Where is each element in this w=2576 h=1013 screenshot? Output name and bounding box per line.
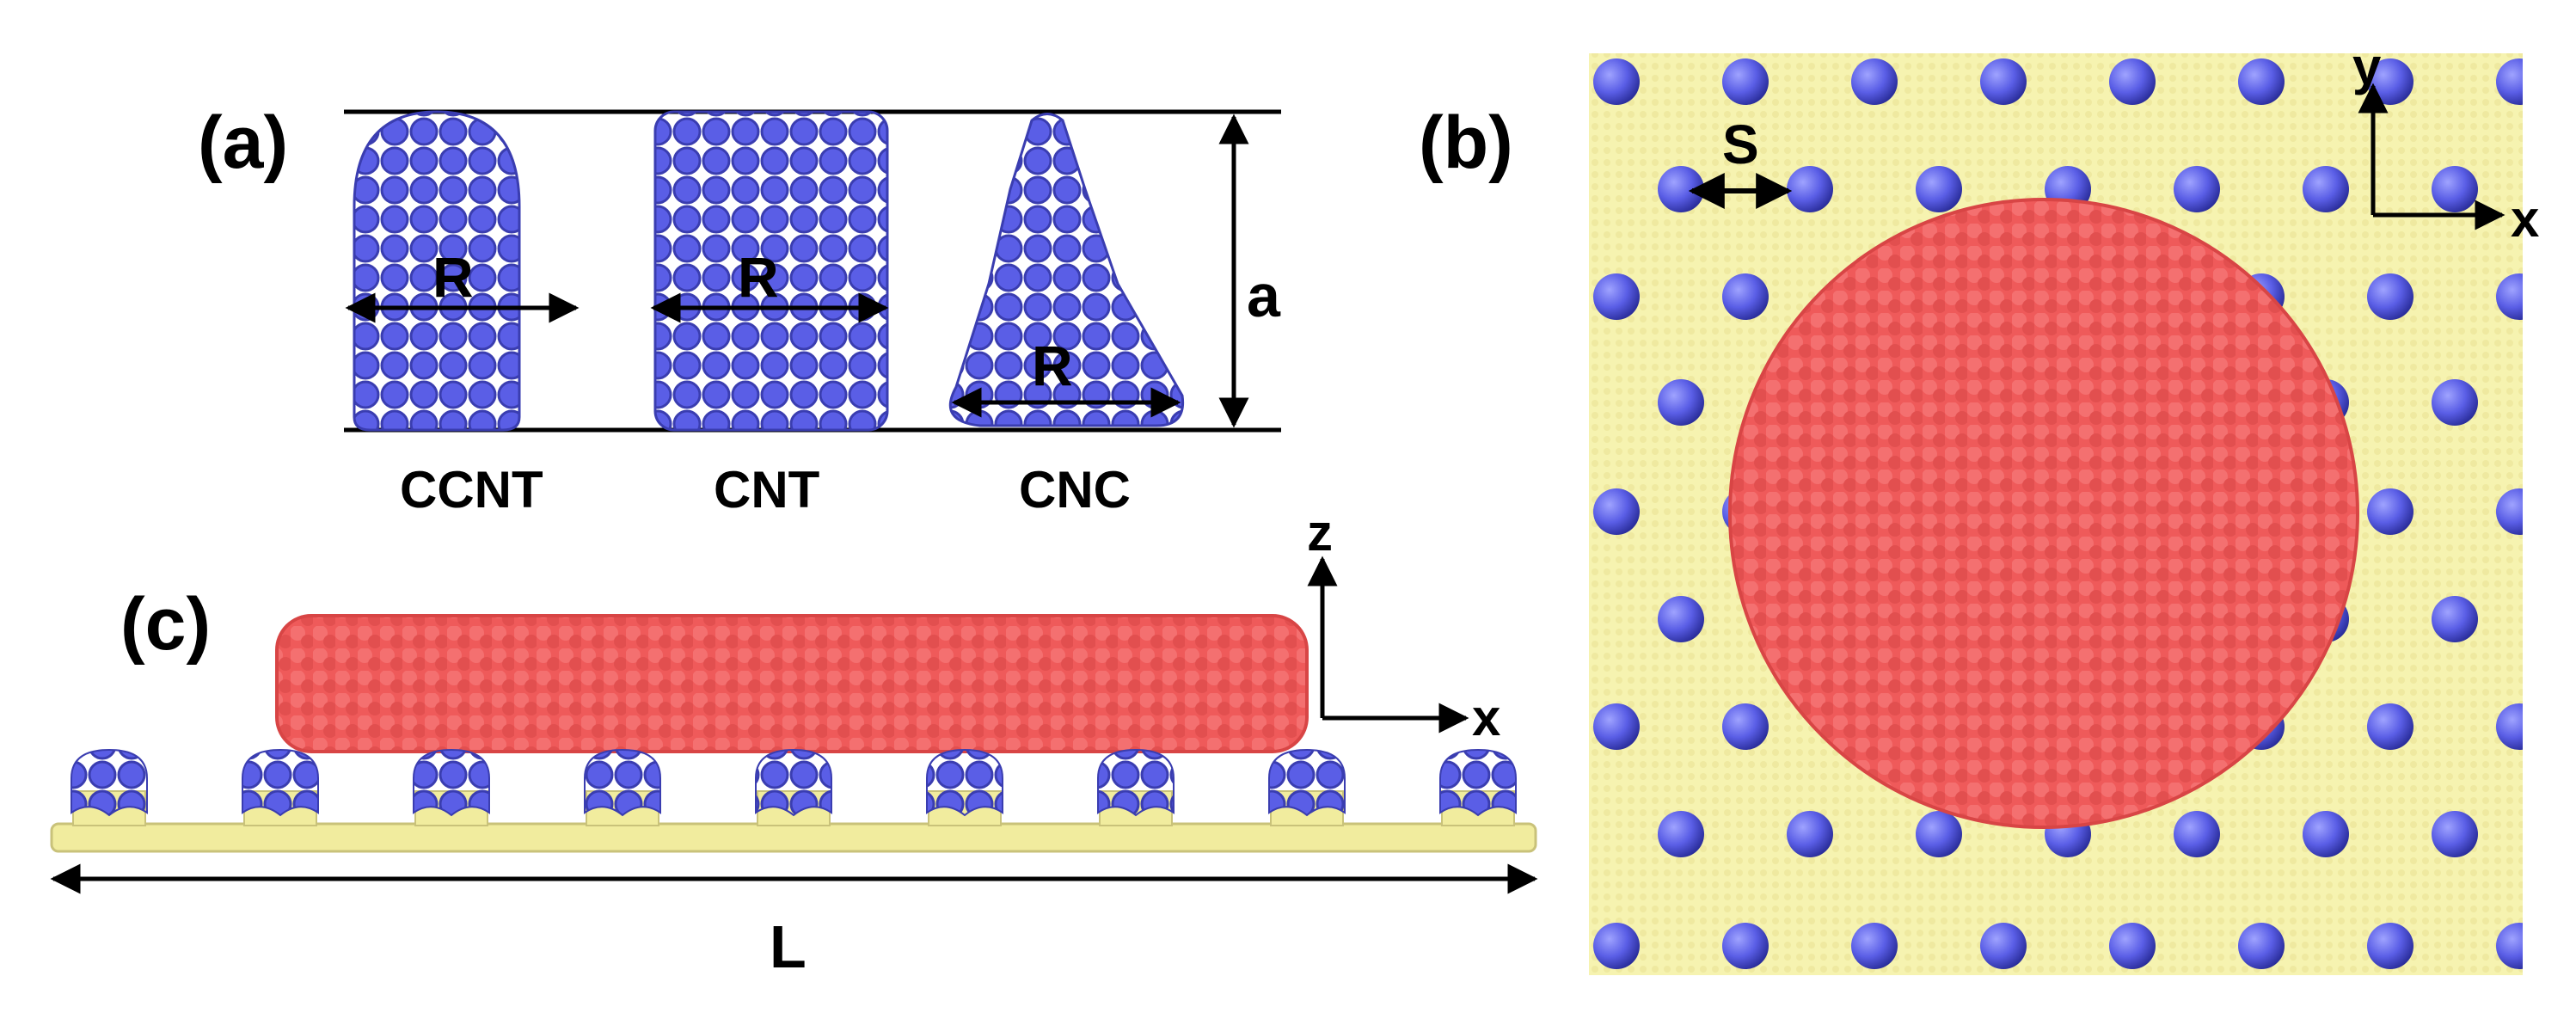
pillar-top bbox=[2367, 923, 2413, 969]
pillar-top bbox=[2496, 488, 2523, 535]
pillar-top bbox=[2496, 703, 2523, 750]
droplet-side-view bbox=[275, 614, 1309, 753]
droplet-top-view bbox=[1728, 198, 2359, 829]
pillar-top bbox=[1916, 166, 1962, 212]
pillar-top bbox=[2496, 273, 2523, 320]
length-label: L bbox=[770, 913, 807, 980]
pillar-top bbox=[1787, 811, 1833, 857]
x-axis-label-side: x bbox=[1472, 689, 1500, 746]
pillar-top bbox=[1593, 273, 1640, 320]
pillar-top bbox=[2432, 166, 2478, 212]
pillar-top bbox=[2174, 811, 2220, 857]
ccnt-caption: CCNT bbox=[400, 461, 543, 519]
panel-c-label: (c) bbox=[120, 583, 211, 666]
pillar-top bbox=[1980, 58, 2027, 105]
panel-a-label: (a) bbox=[198, 101, 288, 184]
pillar-top bbox=[2367, 703, 2413, 750]
pillar-top bbox=[2496, 58, 2523, 105]
cnc-shape: R CNC bbox=[948, 113, 1185, 519]
substrate-side-view bbox=[50, 822, 1537, 853]
cnt-caption: CNT bbox=[714, 461, 819, 519]
panel-c: (c) L z x bbox=[50, 504, 1538, 980]
cnc-radius-label: R bbox=[1032, 334, 1073, 397]
pillar-top bbox=[1658, 379, 1704, 426]
pillar-side bbox=[1097, 748, 1175, 826]
pillar-top bbox=[1851, 923, 1898, 969]
pillar-top bbox=[1722, 58, 1769, 105]
pillar-side bbox=[413, 748, 490, 826]
pillar-side bbox=[242, 748, 319, 826]
y-axis-label: y bbox=[2352, 38, 2382, 95]
pillar-top bbox=[1658, 811, 1704, 857]
panel-b: (b) S y x bbox=[1419, 38, 2539, 975]
pillar-top bbox=[2367, 273, 2413, 320]
pillar-top bbox=[2496, 923, 2523, 969]
panel-a: (a) a R CCNT R CNT R CNC bbox=[198, 101, 1281, 519]
cnt-radius-label: R bbox=[738, 245, 779, 309]
pillar-top bbox=[1722, 273, 1769, 320]
pillar-side bbox=[1268, 748, 1346, 826]
pillar-side bbox=[926, 748, 1003, 826]
pillar-top bbox=[2174, 166, 2220, 212]
pillar-side bbox=[71, 748, 148, 826]
pillar-top bbox=[1787, 166, 1833, 212]
x-axis-label: x bbox=[2511, 190, 2539, 248]
panel-b-label: (b) bbox=[1419, 101, 1513, 184]
cnc-caption: CNC bbox=[1019, 461, 1131, 519]
pillar-top bbox=[1593, 923, 1640, 969]
z-axis-label: z bbox=[1307, 504, 1333, 562]
pillar-top bbox=[2432, 811, 2478, 857]
pillar-top bbox=[1851, 58, 1898, 105]
pillar-row-side-view bbox=[71, 748, 1517, 826]
spacing-label: S bbox=[1722, 114, 1759, 175]
pillar-side bbox=[584, 748, 661, 826]
cnt-shape: R CNT bbox=[650, 110, 889, 519]
pillar-top bbox=[2109, 58, 2156, 105]
pillar-top bbox=[2238, 923, 2285, 969]
pillar-top bbox=[1722, 923, 1769, 969]
pillar-top bbox=[2432, 379, 2478, 426]
pillar-top bbox=[2109, 923, 2156, 969]
pillar-top bbox=[2367, 488, 2413, 535]
pillar-top bbox=[2303, 166, 2349, 212]
pillar-top bbox=[1980, 923, 2027, 969]
pillar-top bbox=[1658, 596, 1704, 642]
pillar-top bbox=[2303, 811, 2349, 857]
pillar-top bbox=[1593, 58, 1640, 105]
pillar-top bbox=[2238, 58, 2285, 105]
ccnt-shape: R CCNT bbox=[345, 110, 580, 519]
pillar-side bbox=[1439, 748, 1517, 826]
pillar-top bbox=[2432, 596, 2478, 642]
pillar-top bbox=[1916, 811, 1962, 857]
pillar-top bbox=[1593, 488, 1640, 535]
height-label: a bbox=[1247, 262, 1281, 329]
ccnt-radius-label: R bbox=[432, 245, 474, 309]
pillar-side bbox=[755, 748, 832, 826]
pillar-top bbox=[1722, 703, 1769, 750]
pillar-top bbox=[1593, 703, 1640, 750]
